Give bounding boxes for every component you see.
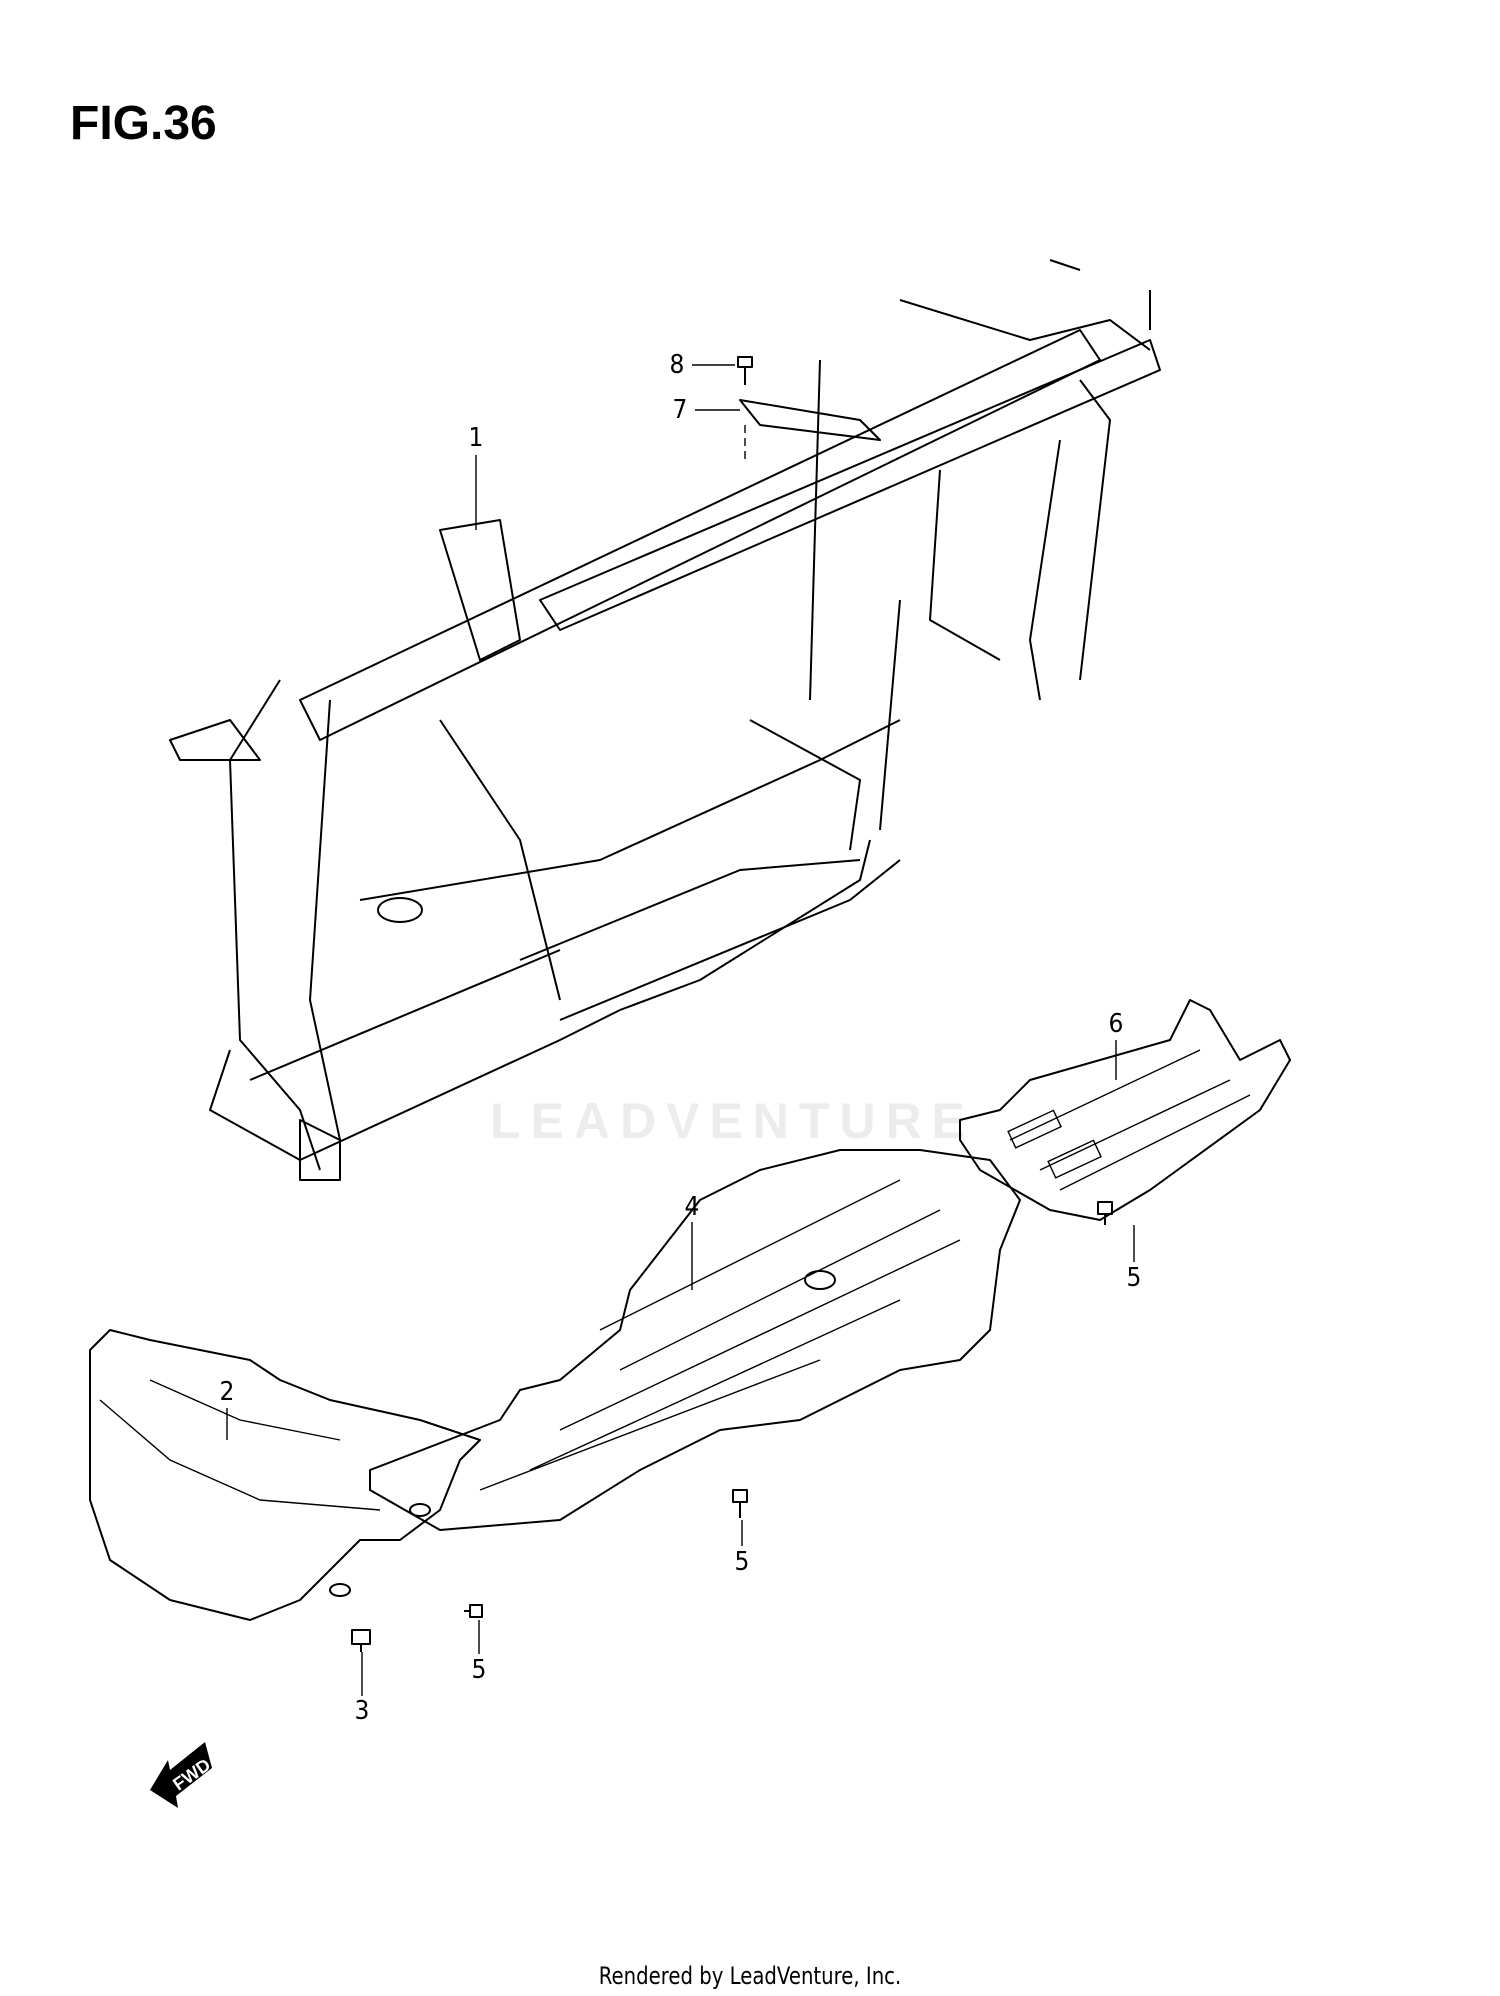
figure-title: FIG.36 [70, 97, 217, 150]
callout-4[interactable]: 4 [684, 1192, 700, 1222]
nut-part-3[interactable] [351, 1629, 371, 1652]
callout-2[interactable]: 2 [219, 1377, 235, 1407]
frame-part-1[interactable] [169, 259, 1161, 1181]
bolt-part-5-front[interactable] [464, 1604, 483, 1618]
callout-3[interactable]: 3 [354, 1696, 370, 1726]
bracket-part-7[interactable] [739, 399, 881, 441]
watermark: LEADVENTURE [490, 1093, 976, 1149]
callout-8[interactable]: 8 [669, 350, 685, 380]
bolt-part-5-rear[interactable] [1097, 1201, 1113, 1225]
callout-5-middle[interactable]: 5 [734, 1547, 750, 1577]
leader-lines [226, 364, 1135, 1696]
forward-direction-arrow-icon: FWD [150, 1742, 214, 1808]
bolt-part-8[interactable] [737, 356, 753, 460]
skid-plate-part-2[interactable] [89, 1329, 481, 1621]
callout-5-front[interactable]: 5 [471, 1655, 487, 1685]
footer-credit: Rendered by LeadVenture, Inc. [598, 1962, 902, 1990]
bolt-part-5-middle[interactable] [732, 1489, 748, 1518]
callout-5-rear[interactable]: 5 [1126, 1263, 1142, 1293]
skid-plate-part-6[interactable] [959, 999, 1291, 1221]
callout-6[interactable]: 6 [1108, 1009, 1124, 1039]
callout-7[interactable]: 7 [672, 395, 688, 425]
skid-plate-part-4[interactable] [369, 1149, 1021, 1531]
callout-1[interactable]: 1 [468, 423, 484, 453]
